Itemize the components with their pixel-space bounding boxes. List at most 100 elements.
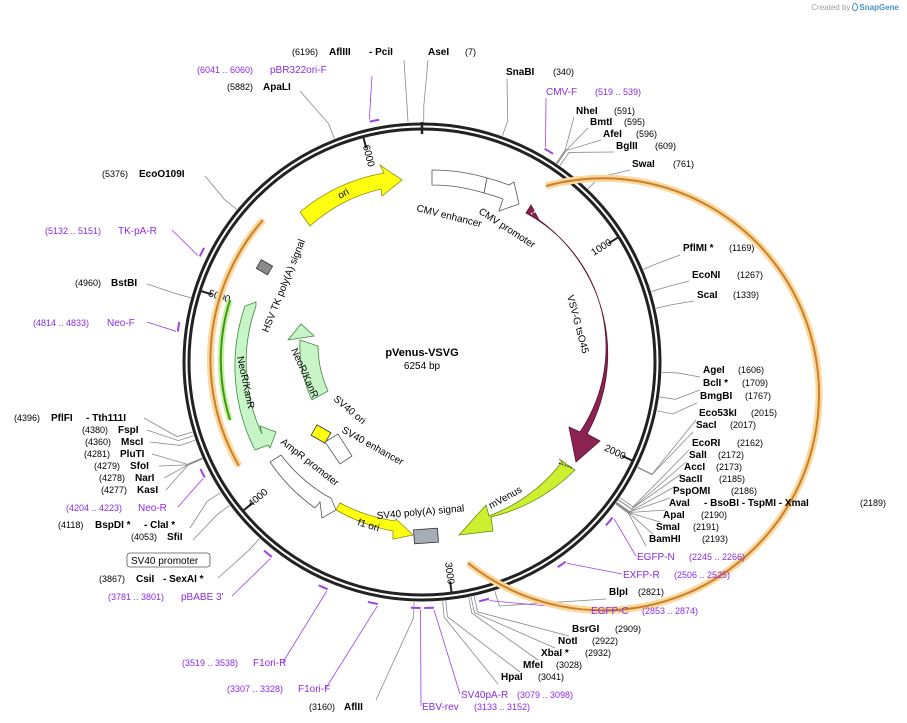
leader-line-33 [192,505,230,541]
sv40-enhancer-feature [324,433,353,465]
leader-line-6 [559,151,615,166]
site-sfii-pos: (4053) [131,532,157,542]
tick-label-1000: 1000 [589,237,614,258]
site-apai-pos: (2190) [701,510,727,520]
leader-line-1 [423,59,429,123]
leader-line-24 [615,503,647,547]
site-bglii-pos: (609) [655,141,676,151]
tick-mark-3000 [449,581,453,593]
site-bamhi-pos: (2193) [702,534,728,544]
sv40-promoter-label: SV40 promoter [131,556,199,567]
leader-line-2 [502,78,509,137]
cmv-enhancer-feature [431,169,488,194]
site-ecori-pos: (2162) [737,438,763,448]
site-bspdi-pos: (4118) [58,520,83,530]
site-kasi-pos: (4277) [101,485,127,495]
ori-feature [299,163,403,227]
site-pluti-name: PluTI [120,449,145,460]
site-pspomi-name: PspOMI [673,486,710,497]
primer-exfpr-range: (2506 .. 2525) [674,570,730,580]
site-sacii-pos: (2185) [719,474,745,484]
vsvg-label: VSV-G tsO45 [564,294,590,355]
primer-mark-12 [198,247,205,257]
ori-label: ori [336,187,351,202]
neokan-outer-feature [234,301,277,451]
primer-leader-11 [146,321,177,332]
site-avai-extra: - BsoBI - TspMI - XmaI [704,498,809,509]
site-aflIII-pos: (6196) [292,47,318,57]
site-sfoi-pos: (4279) [94,461,120,471]
sv40-ori-label: SV40 ori [331,394,367,427]
primer-leader-2 [613,518,637,557]
leader-line-29 [445,600,521,673]
site-fspi-name: FspI [118,425,139,436]
leader-line-34 [189,492,221,529]
tick-label-2000: 2000 [602,443,627,463]
site-pflmi-pos: (1169) [729,243,754,253]
neokan-inner-feature [287,323,329,401]
primer-mark-2 [605,516,614,526]
leader-line-37 [158,458,203,467]
site-swai-pos: (761) [673,159,694,169]
leader-line-18 [618,473,682,510]
site-saci-name: SacI [696,420,717,431]
primer-f1orir-range: (3519 .. 3538) [182,658,238,668]
tick-mark-4000 [242,502,253,512]
primer-tkpar-name: TK-pA-R [118,226,157,237]
hsv-tk-label: HSV TK poly(A) signal [261,238,308,334]
leader-line-11 [661,371,701,378]
site-apali-name: ApaLI [263,82,291,93]
plasmid-name: pVenus-VSVG [385,347,458,359]
sv40-polya-feature [413,527,439,545]
primer-neof-name: Neo-F [107,318,135,329]
site-bspdi-name: BspDI * [95,520,131,531]
site-saci-pos: (2017) [730,420,756,430]
primer-leader-9 [231,558,271,597]
leader-line-9 [651,280,690,292]
site-nari-name: NarI [135,473,155,484]
leader-line-4 [556,127,589,164]
primer-sv40pa-name: SV40pA-R [461,690,508,701]
sv40-promoter-box [126,552,211,568]
site-ecoo109i-pos: (5376) [102,169,128,179]
site-xbai-pos: (2932) [585,648,611,658]
site-nhei-pos: (591) [614,106,635,116]
site-econi-name: EcoNI [692,270,721,281]
sv40-enhancer-label: SV40 enhancer [340,425,406,468]
leader-line-43 [204,175,237,210]
site-apai-name: ApaI [663,510,685,521]
site-bmti-name: BmtI [590,117,612,128]
primer-sv40pa-range: (3079 .. 3098) [517,690,573,700]
mvenus-dotted-end [558,462,573,469]
primer-f1orir-name: F1ori-R [253,658,286,669]
primer-mark-11 [176,321,181,332]
site-aflii-name: AflII [344,702,363,713]
site-nari-pos: (4278) [99,473,125,483]
tick-label-6000: 6000 [360,144,376,169]
site-noti-pos: (2922) [592,636,618,646]
site-sali-pos: (2172) [718,450,744,460]
primer-leader-3 [566,562,623,575]
features [234,163,609,545]
leader-line-32 [217,538,260,579]
cmv-promoter-feature [483,177,520,212]
primer-mark-9 [263,549,273,558]
primer-exfpr-name: EXFP-R [623,570,660,581]
credit-prefix: Created by [811,3,851,12]
primer-egfpc-range: (2853 .. 2874) [642,606,698,616]
site-agei-pos: (1606) [738,365,764,375]
site-bcli-name: BclI * [703,378,728,389]
site-scai-name: ScaI [697,290,718,301]
primer-leader-0 [368,75,373,120]
primer-labels: (6041 .. 6060) pBR322ori-F CMV-F (519 ..… [33,65,745,713]
leader-line-31 [375,601,415,701]
sv40-promoter-callout: SV40 promoter [126,552,211,568]
credit-brand: SnapGene [859,3,899,12]
leader-line-25 [494,590,607,607]
site-kasi-name: KasI [137,485,158,496]
leader-line-5 [556,139,602,164]
site-eco53ki-pos: (2015) [751,408,777,418]
label-leader-lines [143,59,701,707]
site-ecoo109i-name: EcoO109I [139,169,185,180]
